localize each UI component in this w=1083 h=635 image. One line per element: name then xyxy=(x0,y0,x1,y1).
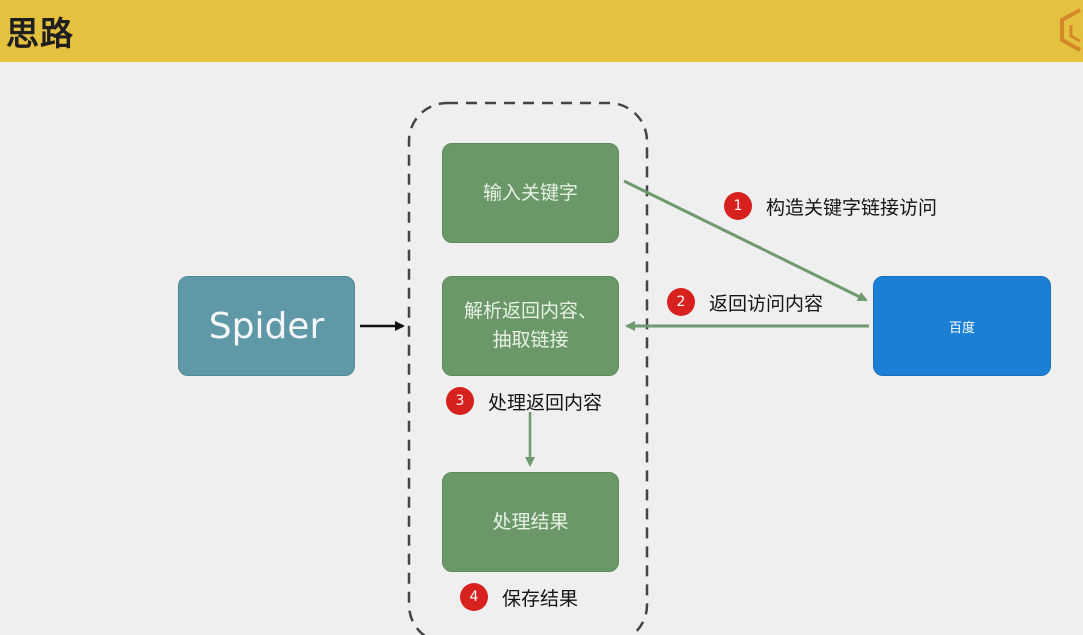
process-group-border xyxy=(407,101,649,635)
step-3-badge: 3 xyxy=(446,387,474,415)
input-keyword-label: 输入关键字 xyxy=(482,181,578,204)
arrow-request-to-baidu xyxy=(623,179,868,302)
process-result-node: 处理结果 xyxy=(442,472,619,572)
step-1-badge: 1 xyxy=(724,192,752,220)
spider-node: Spider xyxy=(178,276,355,376)
step-4-badge: 4 xyxy=(460,583,488,611)
parse-response-label-line1: 解析返回内容、 xyxy=(463,300,597,322)
process-result-label: 处理结果 xyxy=(492,510,569,533)
step-2: 2 返回访问内容 xyxy=(667,288,823,316)
step-1: 1 构造关键字链接访问 xyxy=(724,192,937,220)
page-title: 思路 xyxy=(6,14,74,53)
step-2-badge: 2 xyxy=(667,288,695,316)
step-2-label: 返回访问内容 xyxy=(709,292,824,315)
step-3: 3 处理返回内容 xyxy=(446,387,602,415)
step-3-label: 处理返回内容 xyxy=(488,391,603,414)
step-1-label: 构造关键字链接访问 xyxy=(766,196,938,219)
parse-response-node: 解析返回内容、 抽取链接 xyxy=(442,276,619,376)
input-keyword-node: 输入关键字 xyxy=(442,143,619,243)
header-bar: 思路 xyxy=(0,0,1083,62)
step-4-label: 保存结果 xyxy=(502,587,579,610)
parse-response-label-line2: 抽取链接 xyxy=(492,329,569,351)
baidu-node: 百度 xyxy=(873,276,1051,376)
logo-icon xyxy=(1060,8,1081,52)
step-4: 4 保存结果 xyxy=(460,583,578,611)
